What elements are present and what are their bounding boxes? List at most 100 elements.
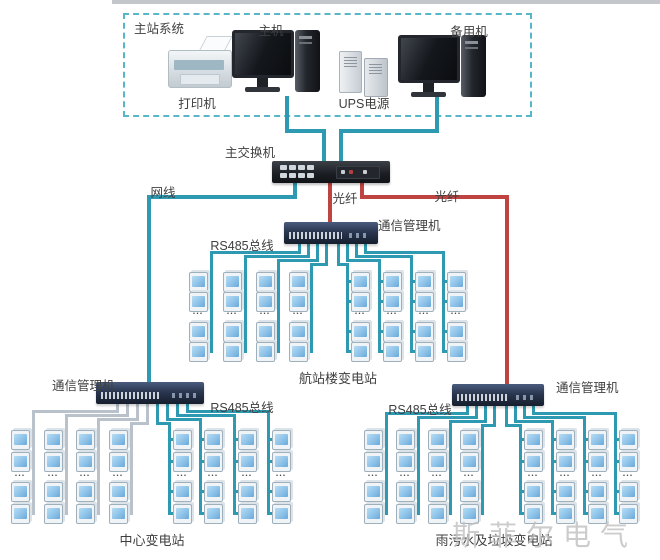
power-meter-icon [289,292,308,312]
power-meter-icon [351,342,370,362]
rs485-elbow-line [32,410,119,413]
power-meter-icon [383,272,402,292]
rs485-bus-right-label: RS485总线 [388,403,452,417]
power-meter-icon [556,452,575,472]
rs485-elbow-line [65,414,129,417]
power-meter-icon [447,322,466,342]
rs485-drop-line [346,244,349,262]
fiber-left-label: 光纤 [332,192,358,206]
rs485-drop-line [136,404,139,421]
more-meters-ellipsis: ... [112,468,124,478]
rs485-column-line [199,418,202,513]
more-meters-ellipsis: ... [292,306,304,316]
power-meter-icon [109,504,128,524]
power-meter-icon [11,430,30,450]
trunk-line [435,96,439,133]
power-meter-icon [109,482,128,502]
power-meter-icon [524,504,543,524]
host-label: 主机 [258,24,284,38]
rs485-elbow-line [166,418,202,421]
rs485-column-line [130,422,133,513]
power-meter-icon [460,504,479,524]
rs485-elbow-line [532,412,617,415]
power-meter-icon [11,482,30,502]
rs485-elbow-line [523,416,586,419]
rs485-column-line [583,416,586,513]
station-right-label: 雨污水及垃圾变电站 [435,533,553,548]
power-meter-icon [364,430,383,450]
ups-label: UPS电源 [338,97,390,111]
rs485-column-line [97,418,100,513]
rs485-column-line [417,416,420,513]
power-meter-icon [76,430,95,450]
comm-manager-left-icon [96,382,204,404]
power-meter-icon [396,430,415,450]
trunk-line [339,129,343,163]
trunk-line [147,195,297,199]
power-meter-icon [351,272,370,292]
trunk-line [360,183,364,199]
power-meter-icon [173,452,192,472]
power-meter-icon [415,292,434,312]
power-meter-icon [524,430,543,450]
power-meter-icon [256,342,275,362]
trunk-line [147,195,151,384]
power-meter-icon [223,272,242,292]
rs485-column-line [410,255,413,351]
power-meter-icon [351,322,370,342]
power-meter-icon [415,342,434,362]
power-meter-icon [238,430,257,450]
trunk-line [293,183,297,199]
rs485-drop-line [475,406,478,419]
rs485-drop-line [307,244,310,258]
power-meter-icon [588,482,607,502]
station-left-label: 中心变电站 [119,533,185,548]
rs485-drop-line [484,406,487,423]
main-station-label: 主站系统 [134,22,185,36]
more-meters-ellipsis: ... [207,468,219,478]
more-meters-ellipsis: ... [275,468,287,478]
power-meter-icon [173,504,192,524]
rs485-column-line [277,259,280,351]
more-meters-ellipsis: ... [176,468,188,478]
more-meters-ellipsis: ... [259,306,271,316]
comm-manager-left-label: 通信管理机 [52,379,115,393]
more-meters-ellipsis: ... [47,468,59,478]
power-meter-icon [289,322,308,342]
power-meter-icon [556,504,575,524]
main-switch-label: 主交换机 [224,146,276,160]
rs485-drop-line [298,244,301,254]
rs485-drop-line [505,406,508,427]
power-meter-icon [289,342,308,362]
rs485-elbow-line [186,410,270,413]
power-meter-icon [44,504,63,524]
trunk-line [285,96,289,133]
rs485-column-line [168,422,171,513]
power-meter-icon [256,272,275,292]
rs485-drop-line [156,404,159,425]
rs485-drop-line [532,406,535,415]
power-meter-icon [204,430,223,450]
power-meter-icon [204,452,223,472]
power-meter-icon [364,452,383,472]
power-meter-icon [415,272,434,292]
more-meters-ellipsis: ... [591,468,603,478]
comm-manager-mid-icon [284,222,378,244]
more-meters-ellipsis: ... [418,306,430,316]
more-meters-ellipsis: ... [559,468,571,478]
power-meter-icon [272,482,291,502]
power-meter-icon [364,504,383,524]
power-meter-icon [351,292,370,312]
power-meter-icon [383,292,402,312]
power-meter-icon [588,430,607,450]
rs485-drop-line [116,404,119,413]
power-meter-icon [272,452,291,472]
trunk-line [328,183,332,224]
power-meter-icon [223,342,242,362]
printer-icon [168,36,233,92]
more-meters-ellipsis: ... [527,468,539,478]
station-mid-label: 航站楼变电站 [298,371,378,386]
power-meter-icon [383,322,402,342]
rs485-elbow-line [481,424,496,427]
